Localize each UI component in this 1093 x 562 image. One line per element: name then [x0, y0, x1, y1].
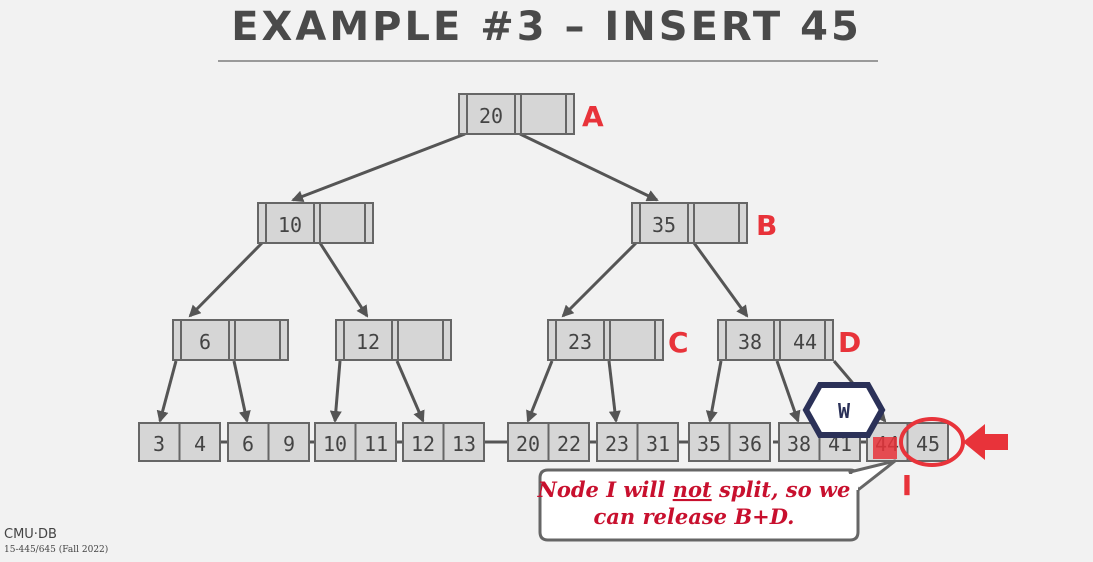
- inner-node-A: 20 A: [458, 93, 604, 135]
- leaf-node-L7: 35 36: [688, 422, 771, 462]
- inner-node-n12: 12: [335, 319, 452, 361]
- node-box: [335, 319, 452, 361]
- callout: Node I will not split, so we can release…: [537, 459, 897, 542]
- leaf-key: 11: [364, 432, 388, 456]
- inner-node-C: 23 C: [547, 319, 689, 361]
- latch-hexagon: [802, 382, 886, 438]
- inner-node-n6: 6: [172, 319, 289, 361]
- pointer-arrow: [963, 424, 1008, 460]
- edge-n6-L1: [156, 360, 178, 423]
- inner-node-D: 38 44 D: [717, 319, 861, 361]
- leaf-key: 23: [605, 432, 629, 456]
- node-key: 23: [568, 330, 592, 354]
- title-divider: [218, 60, 878, 62]
- inner-node-n10: 10: [257, 202, 374, 244]
- leaf-key: 12: [411, 432, 435, 456]
- callout-line1: Node I will not split, so we: [537, 477, 851, 502]
- leaf-key: 36: [738, 432, 762, 456]
- node-label-D: D: [838, 326, 861, 359]
- node-box: [172, 319, 289, 361]
- write-latch: W: [802, 382, 886, 438]
- edge-C-L5: [526, 360, 554, 423]
- node-key: 12: [356, 330, 380, 354]
- leaf-key: 3: [153, 432, 165, 456]
- leaf-key: 35: [697, 432, 721, 456]
- node-key: 38: [738, 330, 762, 354]
- leaf-key: 6: [242, 432, 254, 456]
- edge-n10-n6: [188, 241, 264, 318]
- footer-logo: CMU·DB: [4, 527, 57, 542]
- tree-edges: [156, 132, 887, 423]
- node-box: [257, 202, 374, 244]
- edge-n12-L3: [329, 360, 342, 423]
- tree-nodes: 20 A 35 B 10 6 12 23 C 38 44 D: [172, 93, 861, 361]
- leaf-key: 4: [194, 432, 206, 456]
- edge-n12-L4: [395, 360, 425, 423]
- leaf-label-I: I: [902, 469, 912, 502]
- node-box: [631, 202, 748, 244]
- edge-A-n10: [291, 132, 466, 203]
- slide-title: EXAMPLE #3 – INSERT 45: [231, 4, 862, 50]
- edge-D-L7: [705, 360, 723, 423]
- edge-B-C: [561, 241, 638, 318]
- edge-D-L8: [775, 360, 801, 423]
- leaf-key: 9: [283, 432, 295, 456]
- node-key: 10: [278, 213, 302, 237]
- leaf-node-L4: 12 13: [402, 422, 485, 462]
- leaf-key: 22: [557, 432, 581, 456]
- leaf-key: 10: [323, 432, 347, 456]
- latch-label: W: [838, 399, 851, 423]
- lock-icon: [873, 437, 897, 459]
- inner-node-B: 35 B: [631, 202, 777, 244]
- node-key: 35: [652, 213, 676, 237]
- leaf-key: 45: [916, 432, 940, 456]
- leaf-node-L6: 23 31: [596, 422, 679, 462]
- node-box: [717, 319, 834, 361]
- leaf-node-I: 4445I: [866, 422, 949, 502]
- node-label-A: A: [582, 100, 604, 133]
- node-key: 6: [199, 330, 211, 354]
- edge-A-B: [519, 132, 659, 202]
- leaf-key: 13: [452, 432, 476, 456]
- leaf-key: 31: [646, 432, 670, 456]
- node-key: 20: [479, 104, 503, 128]
- footer-course: 15-445/645 (Fall 2022): [4, 545, 109, 555]
- leaf-key: 20: [516, 432, 540, 456]
- edge-C-L6: [607, 360, 621, 423]
- node-key: 44: [793, 330, 817, 354]
- callout-line2: can release B+D.: [594, 504, 795, 529]
- node-box: [547, 319, 664, 361]
- leaf-key: 38: [787, 432, 811, 456]
- node-label-B: B: [756, 209, 777, 242]
- edge-n10-n12: [318, 242, 369, 318]
- node-box: [458, 93, 575, 135]
- leaf-node-L3: 10 11: [314, 422, 397, 462]
- edge-B-D: [692, 242, 749, 318]
- node-label-C: C: [668, 326, 689, 359]
- edge-n6-L2: [232, 360, 251, 423]
